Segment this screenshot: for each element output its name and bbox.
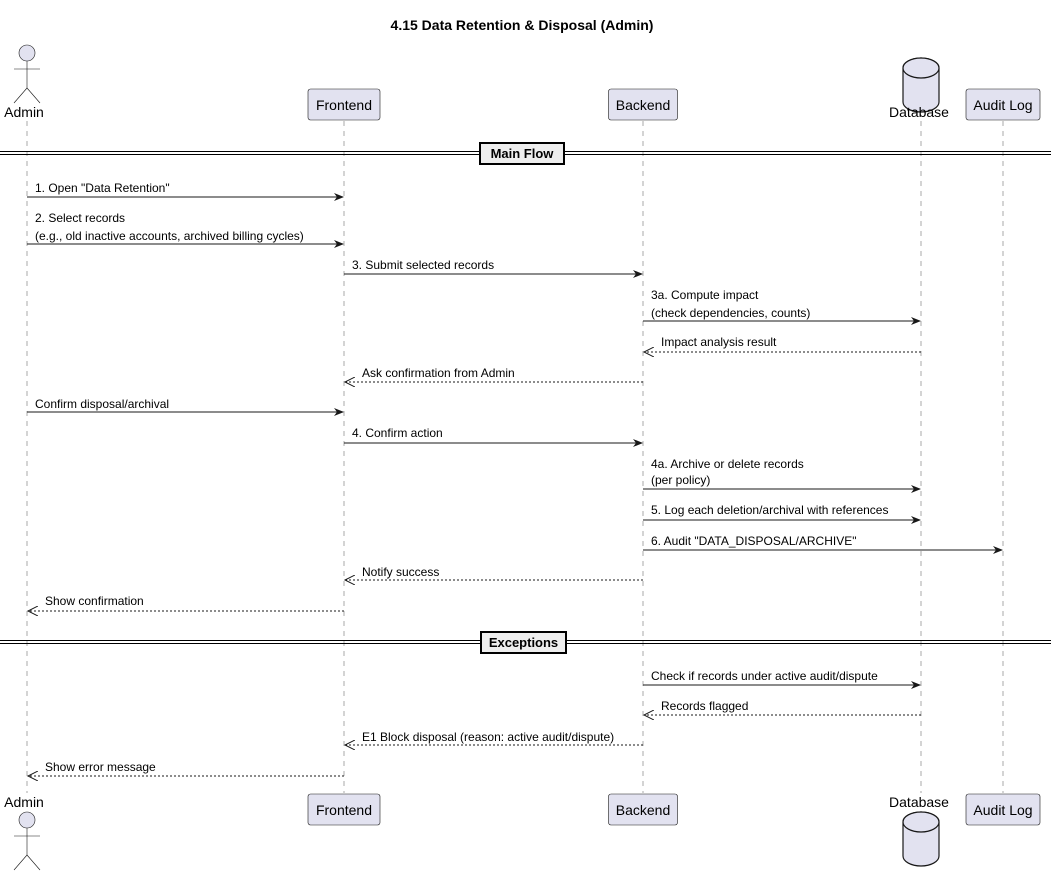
message-12: Notify success [345,565,643,580]
message-5: Impact analysis result [644,335,921,352]
divider-exceptions: Exceptions [0,631,1051,654]
message-label: 3a. Compute impact [651,288,759,302]
message-2: 2. Select records (e.g., old inactive acc… [27,211,344,248]
participant-label: Admin [4,794,44,810]
message-label: (check dependencies, counts) [651,306,810,320]
message-6: Ask confirmation from Admin [345,366,643,382]
message-9: 4a. Archive or delete records (per policy… [643,457,921,493]
diagram-title: 4.15 Data Retention & Disposal (Admin) [391,17,654,33]
message-label: 4a. Archive or delete records [651,457,804,471]
participant-label: Database [889,104,949,120]
message-label: Impact analysis result [661,335,777,349]
message-label: 2. Select records [35,211,125,225]
participant-audit-bottom: Audit Log [965,793,1041,826]
lifelines [26,121,1004,793]
message-label: Confirm disposal/archival [35,397,169,411]
participant-label: Frontend [316,97,372,113]
message-7: Confirm disposal/archival [27,397,344,416]
participant-label: Audit Log [973,802,1032,818]
participant-backend-top: Backend [608,88,678,121]
participant-database-top: Database [889,57,949,120]
message-15: Records flagged [644,699,921,715]
participant-label: Database [889,794,949,810]
database-icon [902,811,940,867]
participant-database-bottom: Database [889,794,949,867]
actor-icon [13,811,41,871]
message-10: 5. Log each deletion/archival with refer… [643,503,921,524]
message-label: 5. Log each deletion/archival with refer… [651,503,888,517]
database-icon [902,57,940,113]
participant-label: Backend [616,97,670,113]
message-label: Records flagged [661,699,748,713]
participant-label: Audit Log [973,97,1032,113]
message-label: Check if records under active audit/disp… [651,669,878,683]
participant-admin-bottom: Admin [4,794,44,871]
participant-frontend-bottom: Frontend [307,793,381,826]
participants: AdminAdminFrontendFrontendBackendBackend… [4,44,1041,871]
message-17: Show error message [28,760,344,776]
message-14: Check if records under active audit/disp… [643,669,921,689]
participant-label: Backend [616,802,670,818]
message-label: (e.g., old inactive accounts, archived b… [35,229,304,243]
participant-admin-top: Admin [4,44,44,120]
message-11: 6. Audit "DATA_DISPOSAL/ARCHIVE" [643,534,1003,554]
actor-icon [13,44,41,104]
divider-main-flow: Main Flow [0,142,1051,165]
message-label: Notify success [362,565,439,579]
message-13: Show confirmation [28,594,344,611]
message-3: 3. Submit selected records [344,258,643,278]
message-label: Show error message [45,760,156,774]
participant-audit-top: Audit Log [965,88,1041,121]
participant-backend-bottom: Backend [608,793,678,826]
message-label: 4. Confirm action [352,426,443,440]
message-label: 1. Open "Data Retention" [35,181,170,195]
message-label: Show confirmation [45,594,144,608]
divider-label: Exceptions [489,635,558,650]
messages: 1. Open "Data Retention" 2. Select record… [27,181,1003,776]
message-label: 3. Submit selected records [352,258,494,272]
participant-label: Admin [4,104,44,120]
message-label: E1 Block disposal (reason: active audit/… [362,730,614,744]
message-label: 6. Audit "DATA_DISPOSAL/ARCHIVE" [651,534,856,548]
divider-label: Main Flow [491,146,555,161]
message-16: E1 Block disposal (reason: active audit/… [345,730,643,745]
message-label: (per policy) [651,473,710,487]
participant-frontend-top: Frontend [307,88,381,121]
message-label: Ask confirmation from Admin [362,366,515,380]
participant-label: Frontend [316,802,372,818]
message-4: 3a. Compute impact (check dependencies, c… [643,288,921,325]
message-1: 1. Open "Data Retention" [27,181,344,201]
message-8: 4. Confirm action [344,426,643,447]
